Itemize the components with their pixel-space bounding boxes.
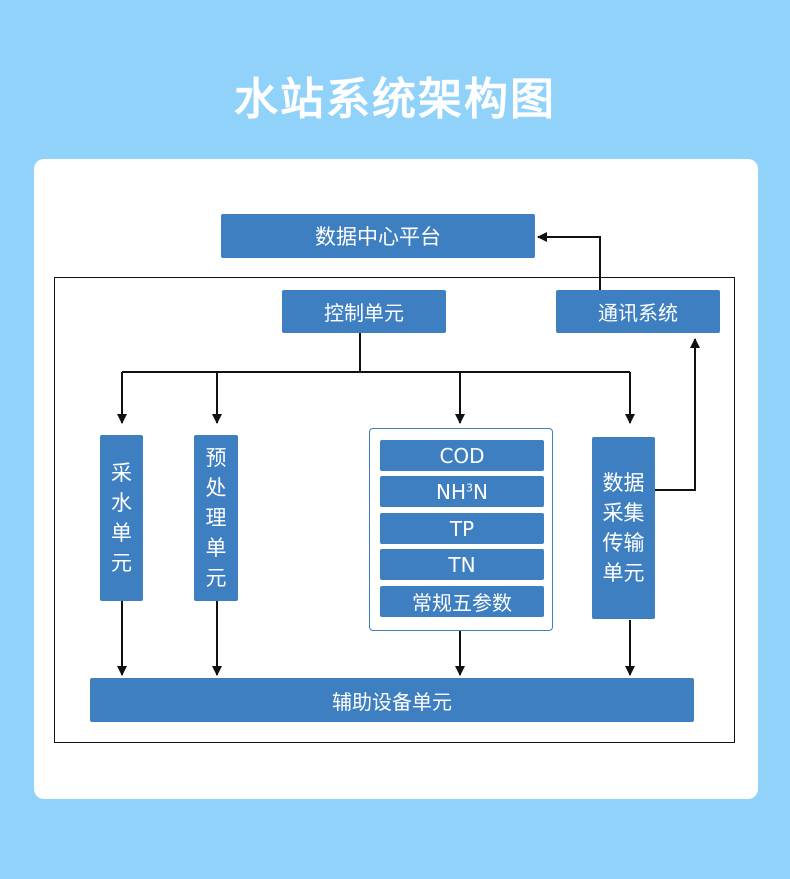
- acq-unit-line: 传输: [602, 531, 645, 555]
- control-unit-label: 控制单元: [324, 301, 404, 325]
- comm-system-label: 通讯系统: [598, 301, 678, 325]
- data-center-label: 数据中心平台: [315, 225, 441, 249]
- analyzer-group-panel: COD NH3N TP TN 常规五参数: [369, 428, 553, 631]
- pretreat-unit-char: 处: [205, 476, 227, 500]
- param-five-label: 常规五参数: [412, 591, 512, 615]
- pretreat-unit-char: 预: [205, 446, 227, 470]
- param-cod: COD: [380, 440, 544, 471]
- aux-unit-label: 辅助设备单元: [332, 689, 452, 714]
- data-acquisition-unit-box: 数据 采集 传输 单元: [592, 437, 655, 619]
- pretreatment-unit-box: 预 处 理 单 元: [194, 435, 238, 601]
- page-title: 水站系统架构图: [234, 74, 556, 125]
- pretreat-unit-char: 元: [205, 566, 227, 590]
- acq-unit-line: 单元: [602, 561, 645, 585]
- sampling-unit-char: 采: [111, 461, 132, 485]
- sampling-unit-char: 单: [111, 521, 132, 545]
- param-tp-label: TP: [449, 516, 475, 541]
- data-center-platform-box: 数据中心平台: [221, 214, 535, 258]
- param-nh3n-label: NH3N: [436, 480, 488, 504]
- param-tp: TP: [380, 513, 544, 544]
- auxiliary-equipment-unit-box: 辅助设备单元: [90, 678, 694, 722]
- station-boundary-frame: [54, 277, 735, 743]
- param-nh3n-superscript: 3: [466, 480, 474, 494]
- param-tn: TN: [380, 549, 544, 580]
- control-unit-box: 控制单元: [282, 290, 446, 333]
- param-nh3n-prefix: NH: [436, 479, 467, 504]
- param-cod-label: COD: [439, 443, 485, 468]
- arrow-comm-center: [537, 232, 601, 290]
- arrow-acq-comm: [655, 338, 700, 491]
- sampling-unit-box: 采 水 单 元: [100, 435, 143, 601]
- pretreat-unit-char: 理: [205, 506, 227, 530]
- param-tn-label: TN: [448, 552, 476, 577]
- pretreat-unit-char: 单: [205, 536, 227, 560]
- comm-system-box: 通讯系统: [556, 290, 720, 333]
- param-nh3n: NH3N: [380, 476, 544, 507]
- acq-unit-line: 采集: [602, 501, 645, 525]
- sampling-unit-char: 水: [111, 491, 132, 515]
- param-five-parameters: 常规五参数: [380, 586, 544, 617]
- sampling-unit-char: 元: [111, 551, 132, 575]
- acq-unit-line: 数据: [602, 471, 645, 495]
- param-nh3n-suffix: N: [473, 479, 488, 504]
